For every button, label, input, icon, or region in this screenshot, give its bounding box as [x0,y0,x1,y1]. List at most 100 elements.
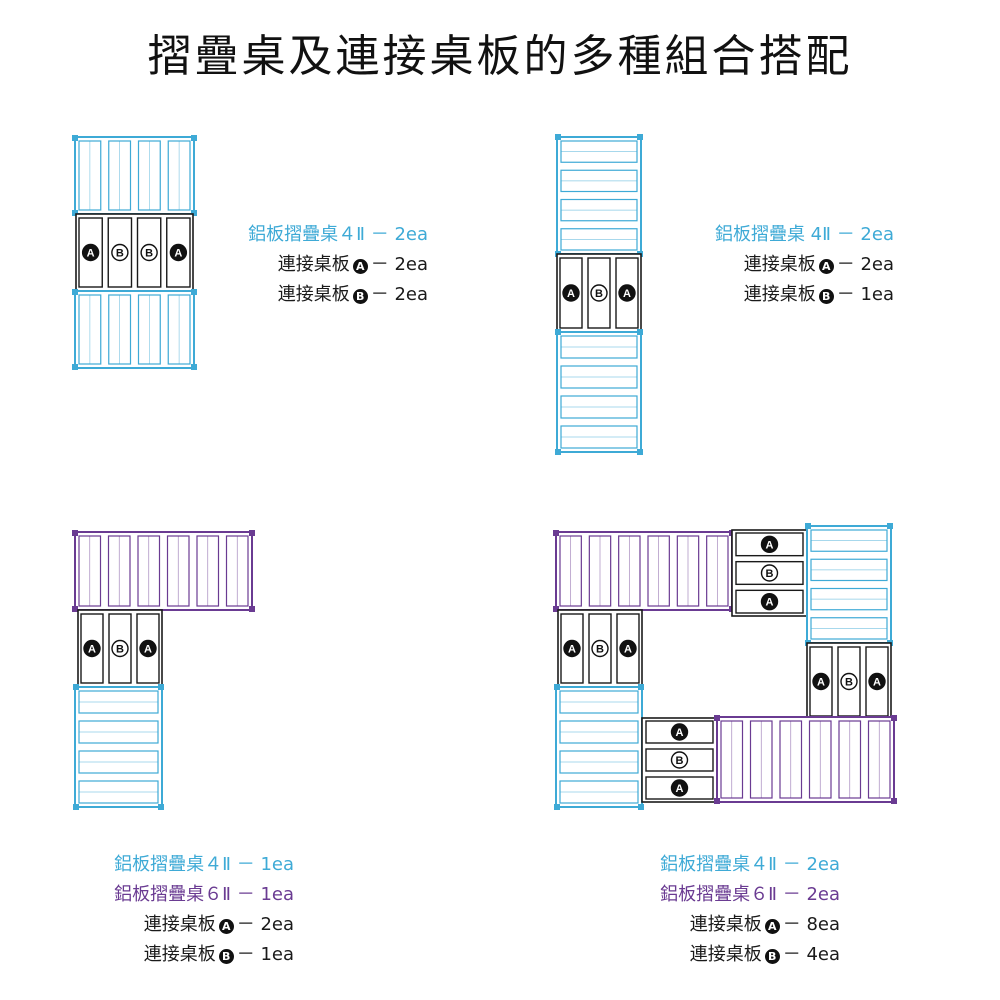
badge-b-icon [140,243,158,262]
corner-bracket [554,804,560,810]
badge-letter: A [873,677,881,689]
folding-table-horizontal [805,523,893,646]
badge-letter: B [845,677,853,689]
badge-letter: A [676,783,684,795]
page-title: 摺疊桌及連接桌板的多種組合搭配 [147,31,853,82]
corner-bracket [891,798,897,804]
legend-qty: － 2ea [370,254,428,275]
corner-bracket [72,530,78,536]
badge-letter: B [145,248,153,260]
corner-bracket [249,606,255,612]
badge-a-icon [812,672,830,691]
badge-letter: A [174,248,182,260]
corner-bracket [191,289,197,295]
legend-table-line: 鋁板摺疊桌４Ⅱ － 2ea [248,224,428,245]
badge-letter: B [596,644,604,656]
badge-b-icon [590,284,608,302]
badge-a-icon [670,779,689,797]
corner-bracket [72,289,78,295]
corner-bracket [714,715,720,721]
badge-letter: A [676,727,684,739]
connector-board [80,613,104,684]
badge-letter: B [595,288,603,300]
folding-table-horizontal [555,329,643,455]
badge-letter: A [568,644,576,656]
table-outline [716,716,895,803]
corner-bracket [249,530,255,536]
folding-table-horizontal [554,684,644,810]
badge-letter: A [624,644,632,656]
table-outline [74,531,253,611]
badge-a-icon [81,243,100,262]
legend-qty: － 4ea [782,944,840,965]
connector-board [559,257,583,329]
badge-letter: A [766,539,774,551]
connector-board [735,589,804,614]
corner-bracket [637,329,643,335]
badge-a-icon [169,243,188,262]
legend-label: 連接桌板 [143,944,216,965]
corner-bracket [553,530,559,536]
corner-bracket [72,364,78,370]
badge-b-icon [591,639,609,658]
table-outline [806,525,892,644]
legend-label: 連接桌板 [277,284,350,305]
legend-qty: － 1ea [236,944,294,965]
connector-board [735,532,804,557]
corner-bracket [805,523,811,529]
badge-letter: A [766,597,774,609]
legend-table-line: 鋁板摺疊桌４Ⅱ － 2ea [660,854,840,875]
connector-board [107,217,133,288]
corner-bracket [191,210,197,216]
badge-b-icon: B [764,949,780,964]
badge-b-icon [670,751,689,769]
corner-bracket [191,364,197,370]
corner-bracket [73,684,79,690]
corner-bracket [638,804,644,810]
badge-a-icon [619,639,637,658]
badge-letter: A [817,677,825,689]
badge-letter: B [116,644,124,656]
legend-table-line: 鋁板摺疊桌６Ⅱ － 2ea [660,884,840,905]
folding-table-vertical [714,715,897,804]
legend-label: 連接桌板 [277,254,350,275]
badge-a-icon [760,535,779,554]
badge-letter: A [88,644,96,656]
table-outline [556,136,642,255]
badge-letter: A [87,248,95,260]
corner-bracket [553,606,559,612]
badge-a-icon [139,639,157,658]
connector-board [615,257,639,329]
badge-b-icon [840,672,858,691]
corner-bracket [891,715,897,721]
corner-bracket [637,449,643,455]
legend-qty: － 1ea [836,284,894,305]
table-outline [74,686,163,808]
table-outline [74,290,195,369]
badge-a-icon [760,592,779,611]
connector-board [78,217,103,288]
badge-b-icon [111,639,129,658]
legend-qty: － 2ea [836,254,894,275]
connector-board [560,613,584,684]
badge-a-icon [83,639,101,658]
corner-bracket [72,606,78,612]
legend-label: 連接桌板 [689,914,762,935]
corner-bracket [555,329,561,335]
badge-b-icon: B [218,949,234,964]
corner-bracket [72,210,78,216]
legend-table-line: 鋁板摺疊桌 4Ⅱ － 2ea [714,224,894,245]
